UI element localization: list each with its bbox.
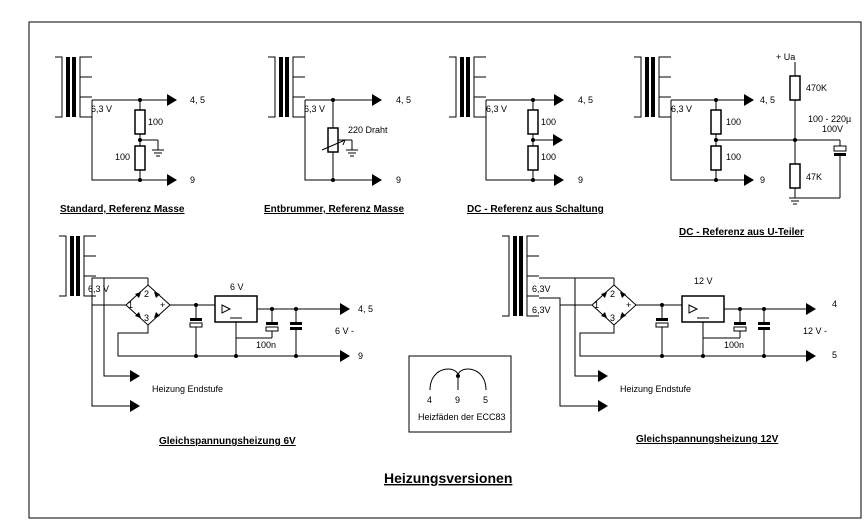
svg-text:9: 9 (358, 351, 363, 361)
secondary-voltage-label: 6,3 V (91, 104, 112, 114)
svg-text:+ Ua: + Ua (776, 52, 795, 62)
svg-text:100: 100 (148, 117, 163, 127)
svg-text:+: + (160, 300, 165, 310)
svg-text:+: + (626, 300, 631, 310)
svg-text:6,3 V: 6,3 V (88, 284, 109, 294)
page-title: Heizungsversionen (384, 470, 512, 486)
svg-text:6,3 V: 6,3 V (304, 104, 325, 114)
svg-text:1: 1 (594, 300, 599, 310)
resistor-100 (134, 145, 146, 171)
potentiometer-220 (327, 127, 339, 153)
circuit-entbrummer: 6,3 V 4, 5 9 220 Draht Entbrummer, Refer… (264, 56, 411, 215)
circuit-dc-12v: 6,3V 6,3V Heizung Endstufe 2 1 + 3 (502, 235, 837, 445)
resistor-47k (789, 163, 801, 189)
circuit-dc-schaltung: 6,3 V 4, 5 9 100 100 DC - Referenz aus S… (449, 56, 604, 215)
svg-text:3: 3 (610, 313, 615, 323)
svg-text:2: 2 (144, 289, 149, 299)
caption-dc-uteiler: DC - Referenz aus U-Teiler (679, 227, 804, 238)
resistor-470k (789, 75, 801, 101)
circuit-dc-6v: 6,3 V Heizung Endstufe 2 1 + 3 (59, 235, 373, 447)
caption-standard: Standard, Referenz Masse (60, 204, 185, 215)
svg-text:9: 9 (455, 395, 460, 405)
resistor-100 (134, 109, 146, 135)
svg-text:6,3V: 6,3V (532, 284, 551, 294)
svg-text:4, 5: 4, 5 (190, 95, 205, 105)
svg-text:100V: 100V (822, 124, 843, 134)
svg-text:6 V: 6 V (230, 282, 244, 292)
svg-text:9: 9 (578, 175, 583, 185)
transformer-core (66, 57, 70, 117)
bridge-rectifier: 2 1 + 3 (591, 284, 637, 326)
svg-text:100: 100 (541, 152, 556, 162)
svg-text:100 - 220µ: 100 - 220µ (808, 114, 851, 124)
svg-text:100n: 100n (256, 340, 276, 350)
svg-text:4, 5: 4, 5 (396, 95, 411, 105)
svg-text:4, 5: 4, 5 (760, 95, 775, 105)
svg-text:4: 4 (427, 395, 432, 405)
outer-frame (28, 21, 862, 519)
svg-text:12 V: 12 V (694, 276, 713, 286)
svg-text:Heizung Endstufe: Heizung Endstufe (620, 384, 691, 394)
svg-text:470K: 470K (806, 83, 827, 93)
svg-text:47K: 47K (806, 172, 822, 182)
svg-text:9: 9 (396, 175, 401, 185)
svg-text:Heizung Endstufe: Heizung Endstufe (152, 384, 223, 394)
caption-dc-schaltung: DC - Referenz aus Schaltung (467, 204, 604, 215)
svg-text:Heizfäden der ECC83: Heizfäden der ECC83 (418, 412, 506, 422)
svg-text:6,3 V: 6,3 V (486, 104, 507, 114)
svg-text:220 Draht: 220 Draht (348, 125, 388, 135)
caption-entbrummer: Entbrummer, Referenz Masse (264, 204, 404, 215)
svg-text:5: 5 (832, 350, 837, 360)
svg-text:6,3 V: 6,3 V (671, 104, 692, 114)
svg-text:100: 100 (541, 117, 556, 127)
caption-dc-12v: Gleichspannungsheizung 12V (636, 434, 779, 445)
svg-text:12 V -: 12 V - (803, 326, 827, 336)
svg-text:2: 2 (610, 289, 615, 299)
svg-text:100n: 100n (724, 340, 744, 350)
svg-text:9: 9 (760, 175, 765, 185)
svg-text:100: 100 (726, 117, 741, 127)
ecc83-filament-box: 4 9 5 Heizfäden der ECC83 (408, 355, 512, 433)
svg-text:9: 9 (190, 175, 195, 185)
caption-dc-6v: Gleichspannungsheizung 6V (159, 436, 296, 447)
bridge-rectifier: 2 1 + 3 (125, 284, 171, 326)
circuit-standard: 6,3 V 4, 5 9 100 100 Standard, Referenz … (55, 56, 205, 215)
svg-text:4: 4 (832, 299, 837, 309)
svg-text:100: 100 (115, 152, 130, 162)
svg-text:1: 1 (128, 300, 133, 310)
svg-text:100: 100 (726, 152, 741, 162)
svg-text:6 V -: 6 V - (335, 326, 354, 336)
svg-text:5: 5 (483, 395, 488, 405)
circuit-dc-uteiler: 6,3 V 4, 5 9 100 100 + Ua 470K 47K (634, 52, 851, 238)
svg-text:3: 3 (144, 313, 149, 323)
svg-text:6,3V: 6,3V (532, 305, 551, 315)
capacitor-electrolytic (833, 145, 847, 152)
svg-text:4, 5: 4, 5 (358, 304, 373, 314)
svg-text:4, 5: 4, 5 (578, 95, 593, 105)
